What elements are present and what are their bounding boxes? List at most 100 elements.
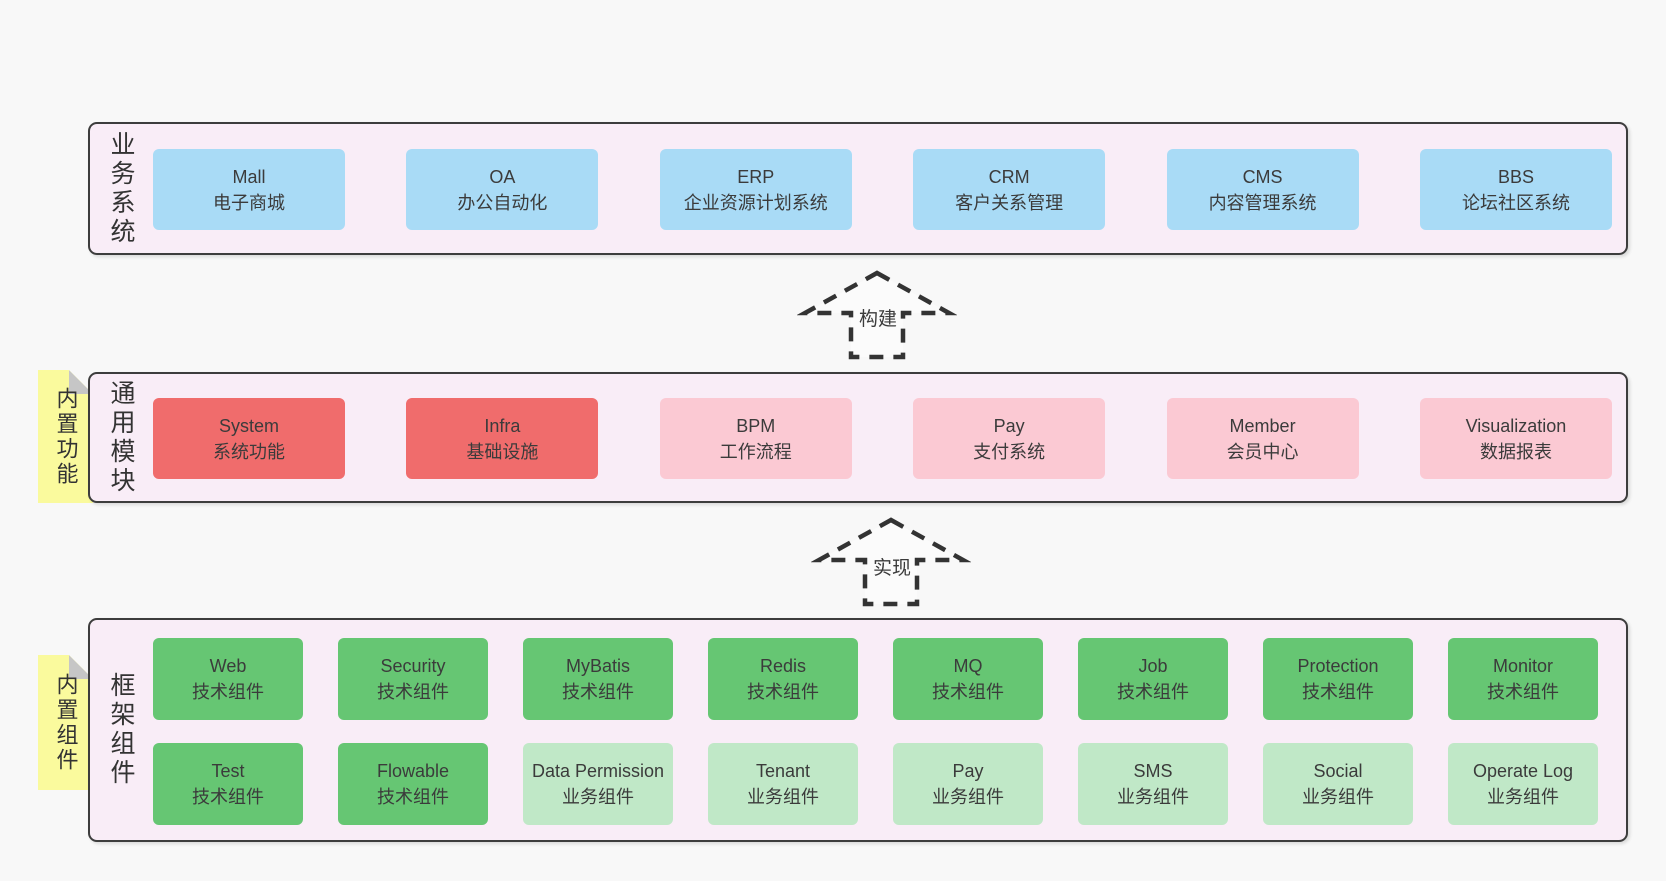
- component-desc: 业务组件: [562, 787, 634, 807]
- component-desc: 基础设施: [466, 441, 539, 462]
- component-desc: 企业资源计划系统: [683, 192, 828, 213]
- layer-label: 业务系统: [107, 130, 135, 247]
- component-name: Monitor: [1492, 656, 1554, 676]
- component-box: Social 业务组件: [1263, 743, 1413, 825]
- component-box: OA 办公自动化: [406, 149, 599, 230]
- component-desc: 业务组件: [747, 787, 819, 807]
- component-desc: 技术组件: [562, 682, 634, 702]
- component-box: Flowable 技术组件: [338, 743, 488, 825]
- component-row: System 系统功能 Infra 基础设施 BPM 工作流程 Pay 支付系统 Member 会…: [153, 398, 1612, 479]
- component-name: Protection: [1297, 656, 1379, 676]
- component-box: Operate Log 业务组件: [1448, 743, 1598, 825]
- component-box: Pay 支付系统: [913, 398, 1106, 479]
- component-desc: 技术组件: [377, 682, 449, 702]
- component-name: Data Permission: [531, 761, 665, 781]
- component-name: CMS: [1242, 166, 1283, 187]
- component-box: MyBatis 技术组件: [523, 638, 673, 720]
- sticky-note-label: 内置组件: [53, 672, 79, 773]
- component-name: Mall: [232, 166, 266, 187]
- component-box: Job 技术组件: [1078, 638, 1228, 720]
- component-desc: 技术组件: [192, 682, 264, 702]
- component-name: ERP: [737, 166, 775, 187]
- component-name: Test: [211, 761, 245, 781]
- component-name: OA: [489, 166, 516, 187]
- sticky-note-builtin-components: 内置组件: [38, 655, 93, 790]
- component-desc: 论坛社区系统: [1461, 192, 1570, 213]
- component-desc: 客户关系管理: [955, 192, 1064, 213]
- component-desc: 技术组件: [377, 787, 449, 807]
- component-desc: 技术组件: [1487, 682, 1559, 702]
- component-box: Infra 基础设施: [406, 398, 599, 479]
- component-row: Mall 电子商城 OA 办公自动化 ERP 企业资源计划系统 CRM 客户关系管理 CMS 内容…: [153, 149, 1612, 230]
- component-name: Pay: [952, 761, 984, 781]
- component-name: Security: [380, 656, 446, 676]
- component-desc: 技术组件: [747, 682, 819, 702]
- arrow-label-implement: 实现: [869, 552, 915, 581]
- component-box: Protection 技术组件: [1263, 638, 1413, 720]
- component-box: Test 技术组件: [153, 743, 303, 825]
- component-desc: 业务组件: [932, 787, 1004, 807]
- component-name: Pay: [993, 415, 1025, 436]
- component-name: System: [218, 415, 279, 436]
- component-name: Infra: [484, 415, 521, 436]
- component-desc: 电子商城: [213, 192, 285, 213]
- component-box: Data Permission 业务组件: [523, 743, 673, 825]
- component-desc: 技术组件: [1117, 682, 1189, 702]
- layer-common-modules: 通用模块 System 系统功能 Infra 基础设施 BPM 工作流程 Pay 支付系统 Me…: [88, 372, 1628, 503]
- component-box: BPM 工作流程: [659, 398, 852, 479]
- component-box: Member 会员中心: [1166, 398, 1359, 479]
- component-name: Web: [209, 656, 247, 676]
- sticky-note-label: 内置功能: [53, 386, 79, 487]
- component-name: Job: [1138, 656, 1168, 676]
- component-name: SMS: [1133, 761, 1173, 781]
- arrow-label-build: 构建: [855, 303, 901, 332]
- component-box: ERP 企业资源计划系统: [659, 149, 852, 230]
- component-name: Member: [1229, 415, 1296, 436]
- component-name: BBS: [1497, 166, 1534, 187]
- component-name: MyBatis: [565, 656, 630, 676]
- component-box: Web 技术组件: [153, 638, 303, 720]
- component-name: BPM: [736, 415, 776, 436]
- component-box: SMS 业务组件: [1078, 743, 1228, 825]
- component-name: Visualization: [1465, 415, 1567, 436]
- component-box: System 系统功能: [153, 398, 345, 479]
- component-desc: 业务组件: [1487, 787, 1559, 807]
- component-desc: 技术组件: [932, 682, 1004, 702]
- component-desc: 技术组件: [192, 787, 264, 807]
- component-name: Redis: [759, 656, 807, 676]
- component-box: Tenant 业务组件: [708, 743, 858, 825]
- component-name: CRM: [988, 166, 1030, 187]
- component-desc: 支付系统: [973, 441, 1046, 462]
- component-desc: 业务组件: [1117, 787, 1189, 807]
- component-name: MQ: [953, 656, 983, 676]
- component-name: Operate Log: [1472, 761, 1574, 781]
- component-desc: 内容管理系统: [1208, 192, 1317, 213]
- component-box: Redis 技术组件: [708, 638, 858, 720]
- component-box: Monitor 技术组件: [1448, 638, 1598, 720]
- layer-business-systems: 业务系统 Mall 电子商城 OA 办公自动化 ERP 企业资源计划系统 CRM 客户关系管理…: [88, 122, 1628, 255]
- component-box: MQ 技术组件: [893, 638, 1043, 720]
- layer-label: 通用模块: [107, 379, 135, 496]
- component-desc: 技术组件: [1302, 682, 1374, 702]
- component-box: Security 技术组件: [338, 638, 488, 720]
- sticky-note-builtin-features: 内置功能: [38, 370, 93, 503]
- component-box: CMS 内容管理系统: [1166, 149, 1359, 230]
- component-desc: 业务组件: [1302, 787, 1374, 807]
- component-name: Tenant: [755, 761, 811, 781]
- component-desc: 数据报表: [1479, 441, 1552, 462]
- component-desc: 工作流程: [719, 441, 792, 462]
- component-desc: 办公自动化: [457, 192, 548, 213]
- component-name: Flowable: [376, 761, 450, 781]
- component-box: Visualization 数据报表: [1419, 398, 1612, 479]
- component-box: Pay 业务组件: [893, 743, 1043, 825]
- component-desc: 系统功能: [213, 441, 285, 462]
- component-box: BBS 论坛社区系统: [1419, 149, 1612, 230]
- component-box: CRM 客户关系管理: [913, 149, 1106, 230]
- component-name: Social: [1313, 761, 1363, 781]
- layer-label: 框架组件: [107, 672, 135, 788]
- component-desc: 会员中心: [1226, 441, 1299, 462]
